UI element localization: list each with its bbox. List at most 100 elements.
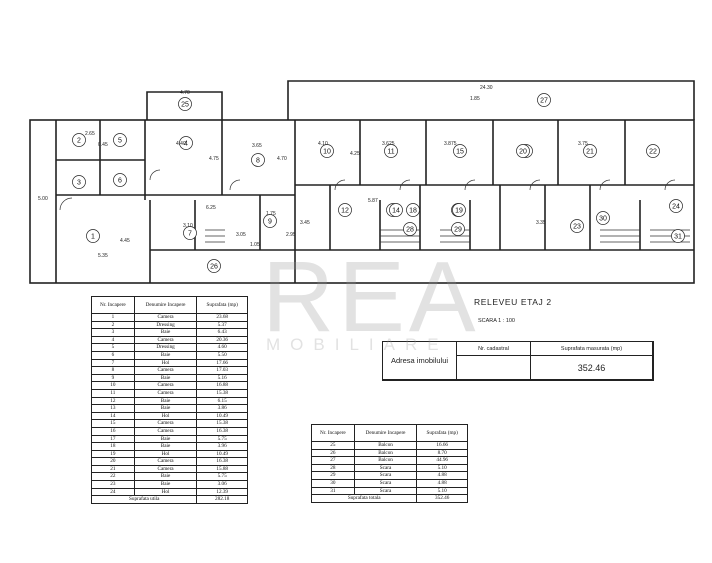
room-name-cell: Camera bbox=[133, 381, 198, 390]
room-area-cell: 16.38 bbox=[196, 426, 248, 436]
room-area-cell: 6.43 bbox=[196, 328, 248, 337]
room-number-cell: 8 bbox=[91, 366, 135, 375]
dimension-label: 2.95 bbox=[286, 232, 296, 238]
room-area-cell: 10.49 bbox=[196, 411, 248, 421]
dimension-label: 5.35 bbox=[98, 253, 108, 259]
dimension-label: 1.85 bbox=[470, 96, 480, 102]
rooms-area-table: Nr. Incapere Denumire Incapere Suprafata… bbox=[90, 296, 248, 504]
room-area-cell: 5.75 bbox=[196, 434, 248, 444]
room-name-cell: Hol bbox=[133, 358, 198, 368]
dimension-label: 3.10 bbox=[183, 223, 193, 229]
dimension-label: 3.875 bbox=[444, 141, 457, 147]
room-number-27: 27 bbox=[537, 93, 551, 107]
room-name-cell: Camera bbox=[133, 335, 198, 345]
room-name-cell: Baie bbox=[133, 396, 198, 406]
room-area-cell: 8.70 bbox=[416, 448, 468, 458]
room-number-14: 14 bbox=[389, 203, 403, 217]
room-number-19: 19 bbox=[452, 203, 466, 217]
table-footer-value: 282.18 bbox=[196, 495, 248, 504]
dimension-label: 0.45 bbox=[98, 142, 108, 148]
dimension-label: 3.45 bbox=[300, 220, 310, 226]
svg-text:6: 6 bbox=[118, 177, 122, 184]
svg-text:26: 26 bbox=[210, 263, 218, 270]
room-name-cell: Scara bbox=[353, 471, 418, 480]
room-number-cell: 29 bbox=[311, 471, 355, 480]
room-name-cell: Scara bbox=[353, 463, 418, 473]
col-header-room-name: Denumire Incapere bbox=[353, 424, 418, 442]
dimension-label: 4.25 bbox=[350, 151, 360, 157]
dimension-label: 5.87 bbox=[368, 198, 378, 204]
room-name-cell: Baie bbox=[133, 434, 198, 444]
room-name-cell: Scara bbox=[353, 486, 418, 496]
dimension-label: 4.45 bbox=[120, 238, 130, 244]
measured-area-value: 352.46 bbox=[531, 356, 653, 380]
room-area-cell: 17.66 bbox=[196, 358, 248, 368]
room-number-cell: 17 bbox=[91, 434, 135, 444]
room-number-26: 26 bbox=[207, 259, 221, 273]
room-number-12: 12 bbox=[338, 203, 352, 217]
cadastral-box: Nr. cadastral Suprafata masurata (mp) Ad… bbox=[382, 341, 654, 381]
plan-scale: SCARA 1 : 100 bbox=[478, 318, 515, 324]
room-area-cell: 6.15 bbox=[196, 396, 248, 406]
svg-text:28: 28 bbox=[406, 226, 414, 233]
room-name-cell: Balcon bbox=[353, 456, 418, 465]
room-area-cell: 5.16 bbox=[196, 373, 248, 383]
room-name-cell: Hol bbox=[133, 449, 198, 459]
svg-text:9: 9 bbox=[268, 218, 272, 225]
svg-text:3: 3 bbox=[77, 179, 81, 186]
room-number-cell: 30 bbox=[311, 478, 355, 488]
col-header-room-number: Nr. Incapere bbox=[311, 424, 355, 442]
dimension-label: 6.25 bbox=[206, 205, 216, 211]
room-number-cell: 1 bbox=[91, 313, 135, 322]
address-label: Adresa imobilului bbox=[383, 342, 457, 380]
room-number-cell: 15 bbox=[91, 419, 135, 428]
room-number-cell: 19 bbox=[91, 449, 135, 459]
room-number-cell: 21 bbox=[91, 464, 135, 474]
svg-text:1: 1 bbox=[91, 233, 95, 240]
room-number-21: 21 bbox=[583, 144, 597, 158]
svg-text:21: 21 bbox=[586, 148, 594, 155]
room-number-11: 11 bbox=[384, 144, 398, 158]
dimension-label: 4.40 bbox=[176, 141, 186, 147]
room-number-22: 22 bbox=[646, 144, 660, 158]
svg-text:27: 27 bbox=[540, 97, 548, 104]
col-header-area: Suprafata (mp) bbox=[196, 296, 248, 314]
dimension-label: 3.65 bbox=[252, 143, 262, 149]
room-name-cell: Camera bbox=[133, 313, 198, 322]
room-area-cell: 3.86 bbox=[196, 404, 248, 413]
room-name-cell: Dressing bbox=[133, 320, 198, 330]
svg-text:15: 15 bbox=[456, 148, 464, 155]
room-number-30: 30 bbox=[596, 211, 610, 225]
svg-text:23: 23 bbox=[573, 223, 581, 230]
col-header-room-name: Denumire Incapere bbox=[133, 296, 198, 314]
room-number-cell: 6 bbox=[91, 350, 135, 360]
room-area-cell: 5.50 bbox=[196, 350, 248, 360]
room-number-cell: 18 bbox=[91, 442, 135, 451]
room-number-cell: 14 bbox=[91, 411, 135, 421]
svg-text:7: 7 bbox=[188, 230, 192, 237]
svg-text:2: 2 bbox=[77, 137, 81, 144]
svg-text:25: 25 bbox=[181, 101, 189, 108]
room-number-cell: 24 bbox=[91, 487, 135, 497]
room-name-cell: Camera bbox=[133, 366, 198, 375]
svg-text:29: 29 bbox=[454, 226, 462, 233]
room-area-cell: 23.68 bbox=[196, 313, 248, 322]
svg-text:12: 12 bbox=[341, 207, 349, 214]
other-areas-table: Nr. Incapere Denumire Incapere Suprafata… bbox=[310, 424, 468, 503]
room-name-cell: Dressing bbox=[133, 343, 198, 352]
